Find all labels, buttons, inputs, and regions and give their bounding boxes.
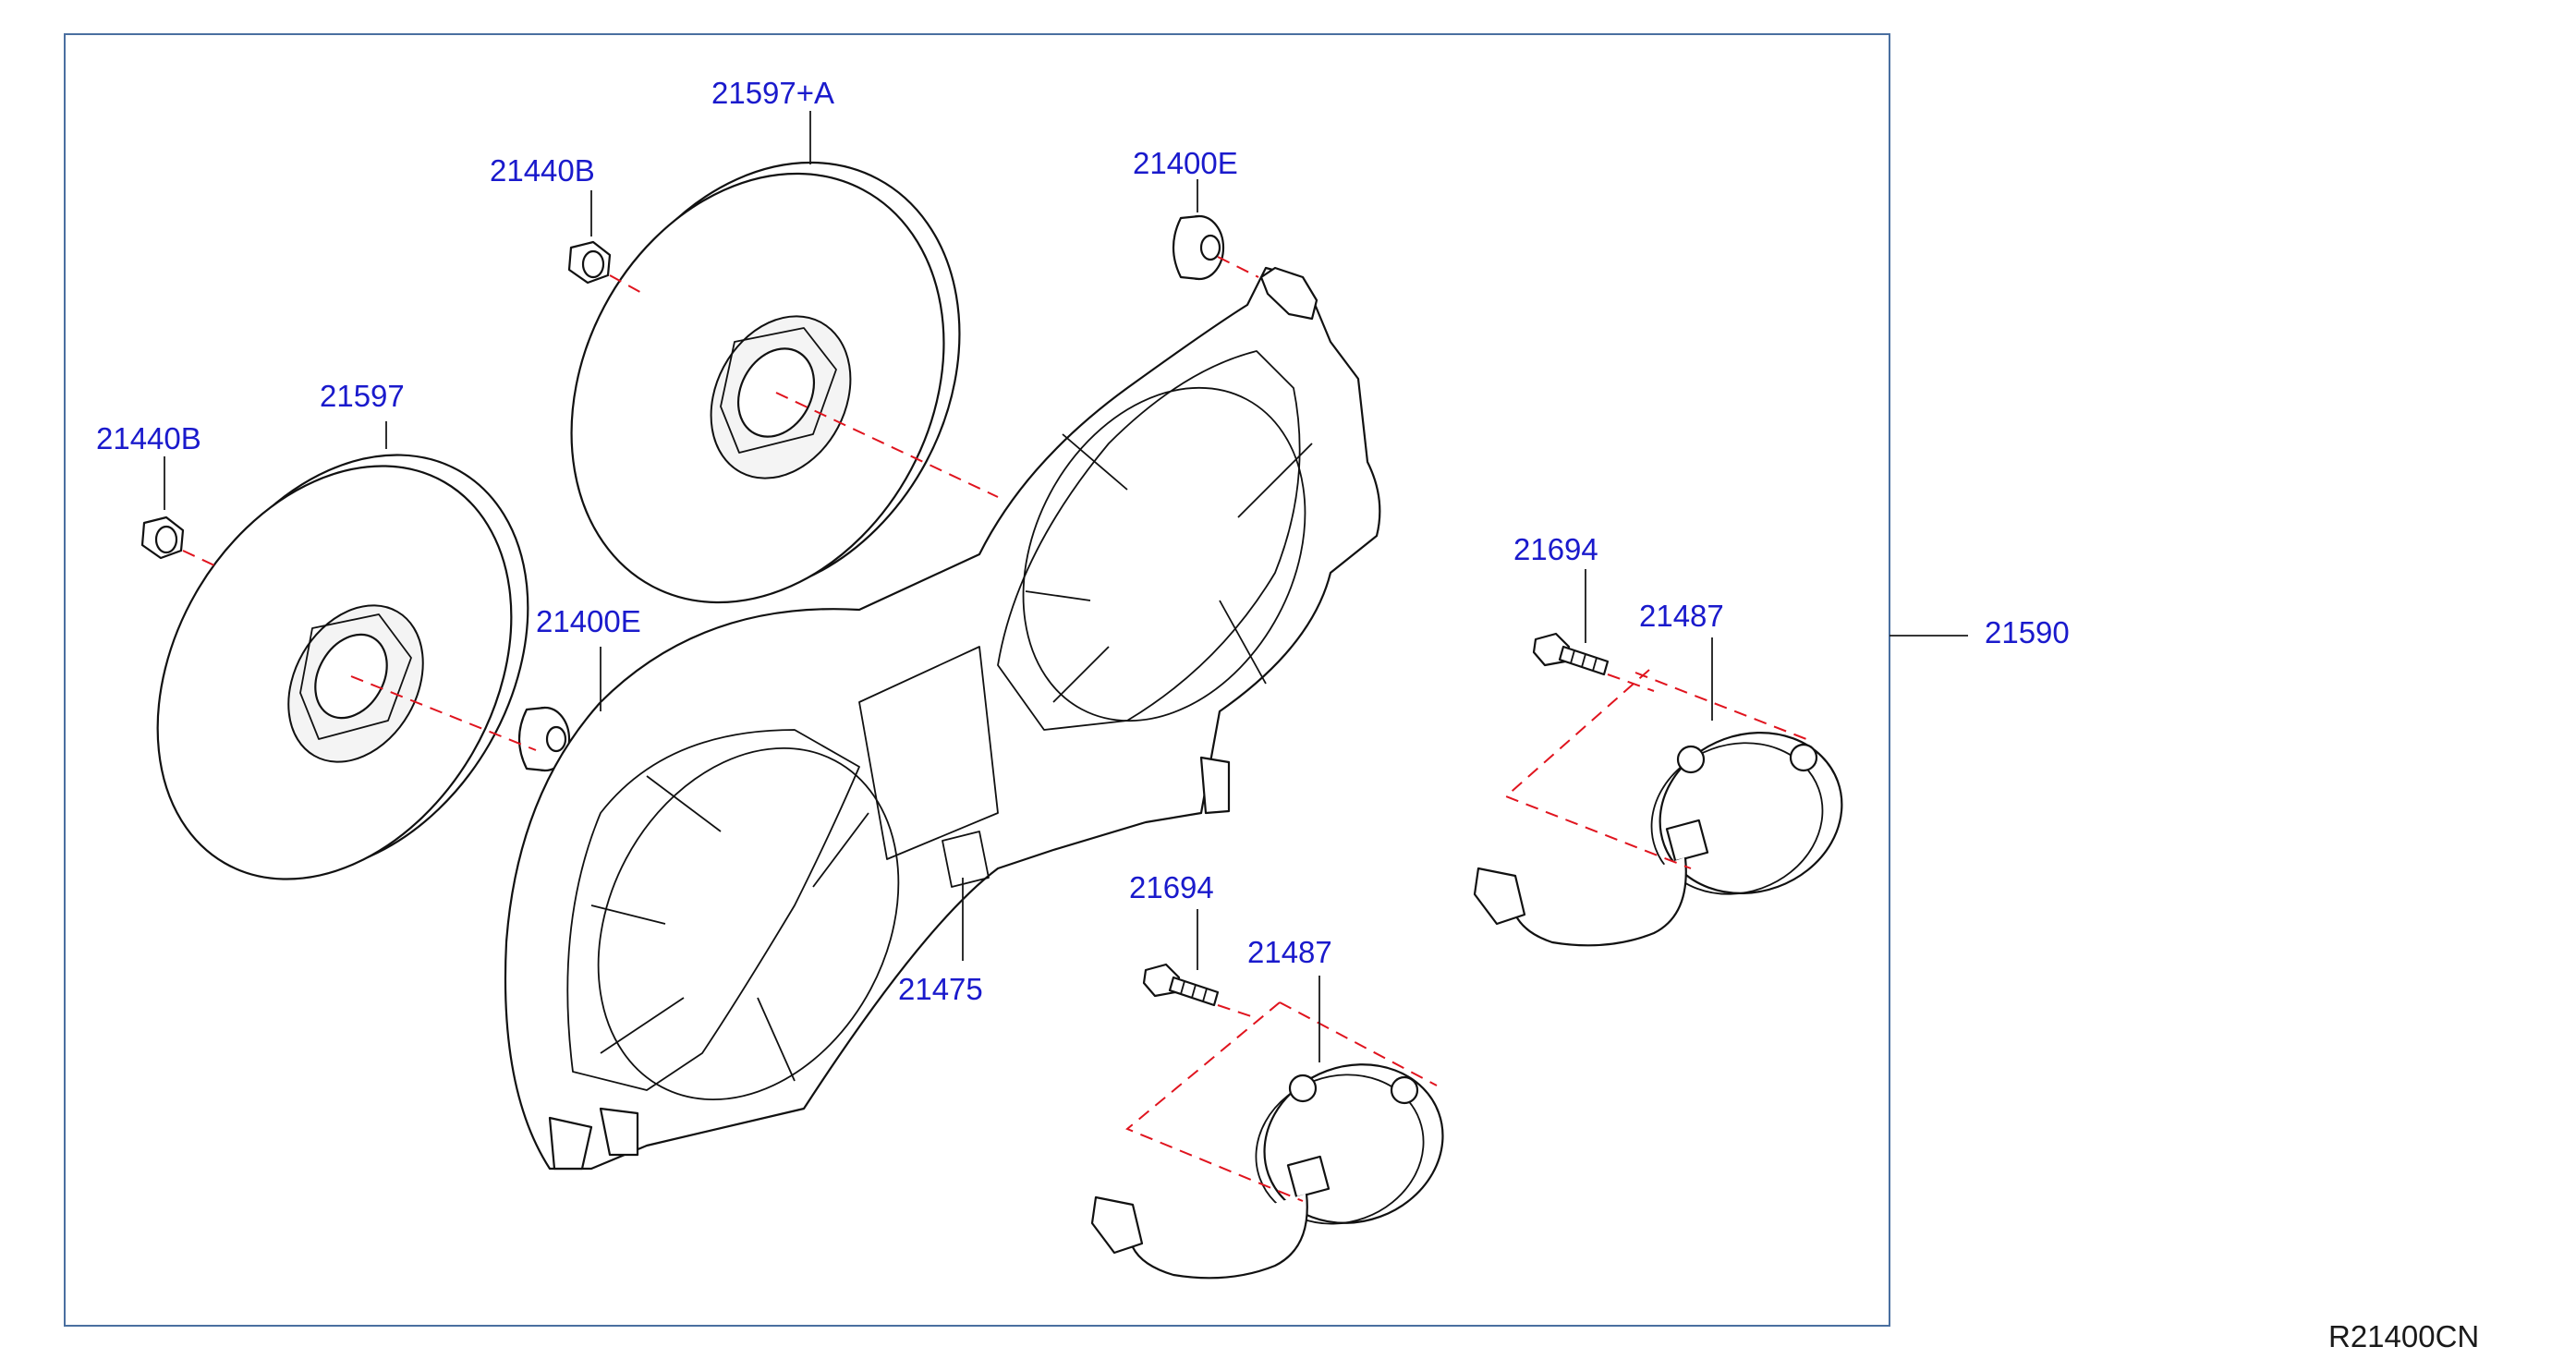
callout-fan-upper[interactable]: 21597+A bbox=[711, 76, 834, 110]
bolt-right[interactable] bbox=[1532, 632, 1610, 676]
fan-motor-right[interactable] bbox=[1473, 708, 1865, 947]
fan-motor-lower[interactable] bbox=[1090, 1040, 1465, 1280]
callout-motor-lower[interactable]: 21487 bbox=[1247, 935, 1332, 969]
callout-nut-upper[interactable]: 21440B bbox=[490, 153, 595, 188]
fan-blade-upper[interactable] bbox=[499, 96, 1033, 667]
assembly-guides bbox=[182, 256, 1812, 1202]
callout-motor-assembly[interactable]: 21590 bbox=[1985, 615, 2070, 649]
bushing-upper[interactable] bbox=[1172, 214, 1225, 281]
callout-bolt-lower[interactable]: 21694 bbox=[1129, 870, 1214, 904]
nut-upper[interactable] bbox=[567, 240, 612, 285]
nut-lower[interactable] bbox=[140, 516, 185, 560]
bushing-lower[interactable] bbox=[517, 706, 571, 772]
callout-shroud[interactable]: 21475 bbox=[898, 972, 983, 1006]
bolt-lower[interactable] bbox=[1142, 963, 1220, 1007]
fan-blade-lower[interactable] bbox=[86, 391, 600, 943]
callout-bushing-upper[interactable]: 21400E bbox=[1133, 146, 1238, 180]
leader-lines bbox=[164, 111, 1968, 1062]
callout-bushing-lower[interactable]: 21400E bbox=[536, 604, 641, 638]
fan-shroud[interactable] bbox=[504, 266, 1381, 1171]
callout-motor-right[interactable]: 21487 bbox=[1639, 599, 1724, 633]
diagram-frame bbox=[64, 33, 1890, 1327]
callout-bolt-right[interactable]: 21694 bbox=[1513, 532, 1598, 566]
callout-fan-lower[interactable]: 21597 bbox=[320, 379, 405, 413]
diagram-code: R21400CN bbox=[2328, 1319, 2479, 1353]
callout-nut-lower[interactable]: 21440B bbox=[96, 421, 201, 455]
